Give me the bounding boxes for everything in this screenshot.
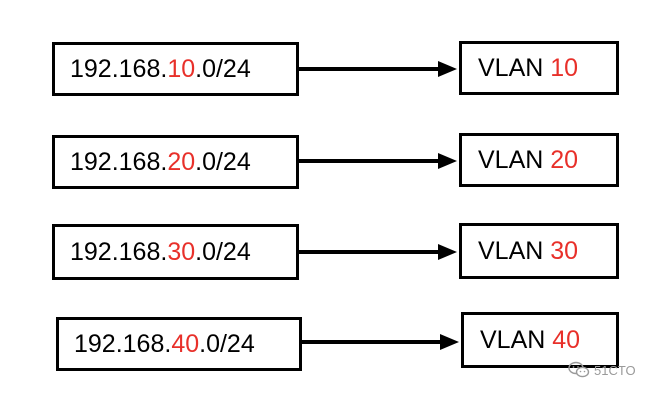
vlan-box-20: VLAN 20: [459, 133, 619, 187]
subnet-prefix: 192.168.: [70, 54, 168, 83]
subnet-prefix: 192.168.: [70, 237, 168, 266]
vlan-prefix: VLAN: [478, 236, 544, 265]
mapping-arrow: [302, 334, 459, 350]
subnet-box-10: 192.168.10.0/24: [52, 42, 299, 96]
vlan-prefix: VLAN: [480, 325, 546, 354]
mapping-arrow: [299, 244, 457, 260]
vlan-box-10: VLAN 10: [459, 41, 619, 95]
wechat-icon: [568, 361, 590, 378]
subnet-prefix: 192.168.: [74, 329, 172, 358]
subnet-suffix: .0/24: [195, 237, 251, 266]
subnet-box-30: 192.168.30.0/24: [52, 224, 299, 280]
subnet-box-40: 192.168.40.0/24: [56, 317, 302, 371]
subnet-octet: 20: [167, 147, 196, 176]
subnet-octet: 30: [167, 237, 196, 266]
mapping-arrow: [299, 153, 457, 169]
vlan-prefix: VLAN: [478, 145, 544, 174]
watermark: 51CTO: [568, 361, 636, 379]
subnet-suffix: .0/24: [195, 147, 251, 176]
vlan-id: 40: [552, 325, 581, 354]
subnet-suffix: .0/24: [195, 54, 251, 83]
vlan-box-30: VLAN 30: [459, 223, 619, 279]
vlan-id: 30: [550, 236, 579, 265]
subnet-octet: 10: [167, 54, 196, 83]
subnet-suffix: .0/24: [199, 329, 255, 358]
vlan-id: 10: [550, 53, 579, 82]
mapping-arrow: [299, 61, 457, 77]
vlan-box-40: VLAN 40: [461, 312, 619, 368]
subnet-prefix: 192.168.: [70, 147, 168, 176]
vlan-prefix: VLAN: [478, 53, 544, 82]
subnet-box-20: 192.168.20.0/24: [52, 135, 299, 189]
vlan-id: 20: [550, 145, 579, 174]
watermark-text: 51CTO: [594, 362, 636, 378]
subnet-octet: 40: [171, 329, 200, 358]
